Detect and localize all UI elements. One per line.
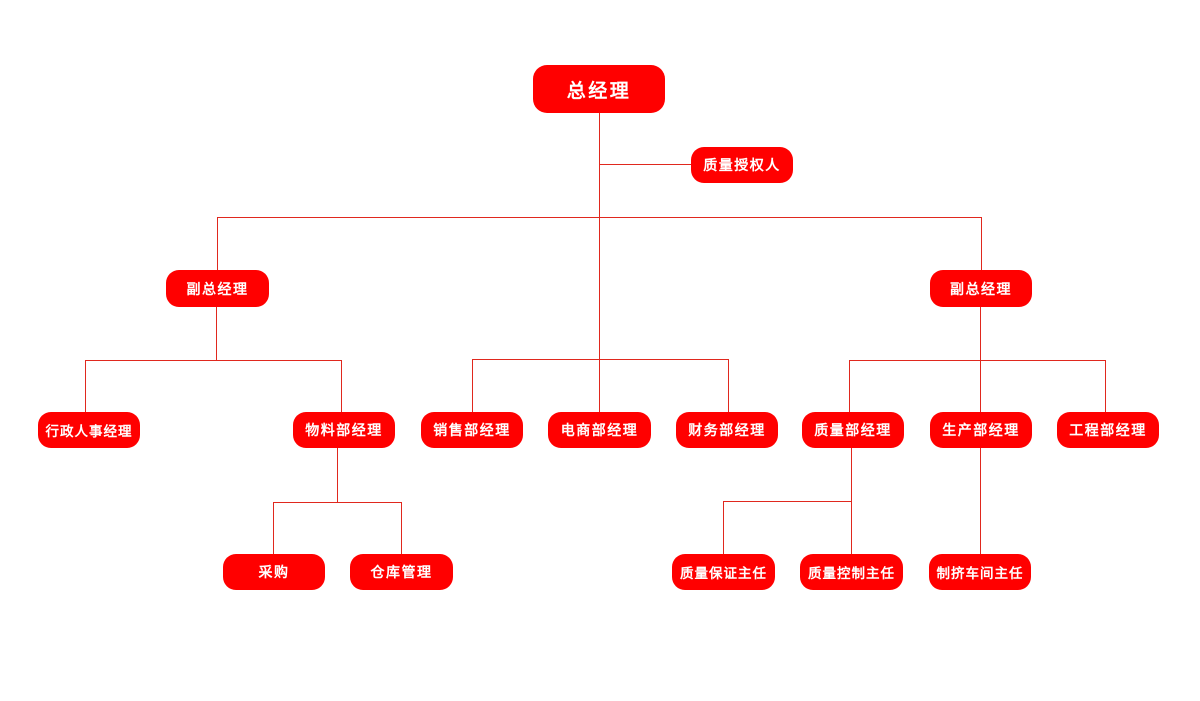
node-deputy-gm-left: 副总经理 (166, 270, 269, 307)
node-finance-manager: 财务部经理 (676, 412, 778, 448)
node-warehouse-management: 仓库管理 (350, 554, 453, 590)
node-hr-admin-manager: 行政人事经理 (38, 412, 140, 448)
node-production-manager: 生产部经理 (930, 412, 1032, 448)
node-general-manager: 总经理 (533, 65, 665, 113)
node-qa-supervisor: 质量保证主任 (672, 554, 775, 590)
node-purchasing: 采购 (223, 554, 325, 590)
node-qc-supervisor: 质量控制主任 (800, 554, 903, 590)
node-ecommerce-manager: 电商部经理 (548, 412, 651, 448)
node-quality-manager: 质量部经理 (802, 412, 904, 448)
node-engineering-manager: 工程部经理 (1057, 412, 1159, 448)
node-quality-authorized-person: 质量授权人 (691, 147, 793, 183)
node-workshop-supervisor: 制挤车间主任 (929, 554, 1031, 590)
node-deputy-gm-right: 副总经理 (930, 270, 1032, 307)
node-materials-manager: 物料部经理 (293, 412, 395, 448)
node-sales-manager: 销售部经理 (421, 412, 523, 448)
